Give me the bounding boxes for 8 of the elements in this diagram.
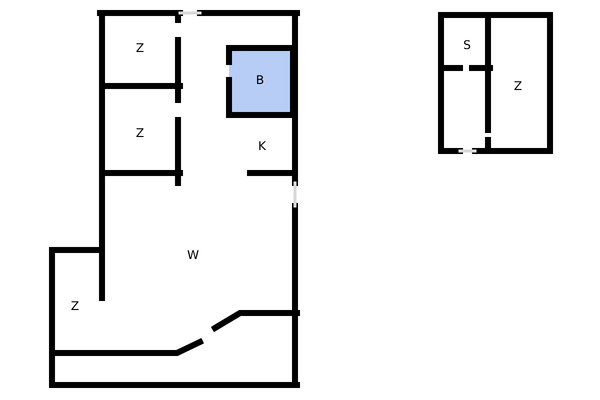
room-label: K xyxy=(258,139,266,153)
room-label: Z xyxy=(70,299,80,313)
room-label: Z xyxy=(136,126,144,140)
room-label: W xyxy=(187,248,199,262)
room-label: Z xyxy=(136,41,144,55)
room-label: B xyxy=(256,73,264,87)
room-label: S xyxy=(463,38,471,52)
room-label: Z xyxy=(514,79,522,93)
